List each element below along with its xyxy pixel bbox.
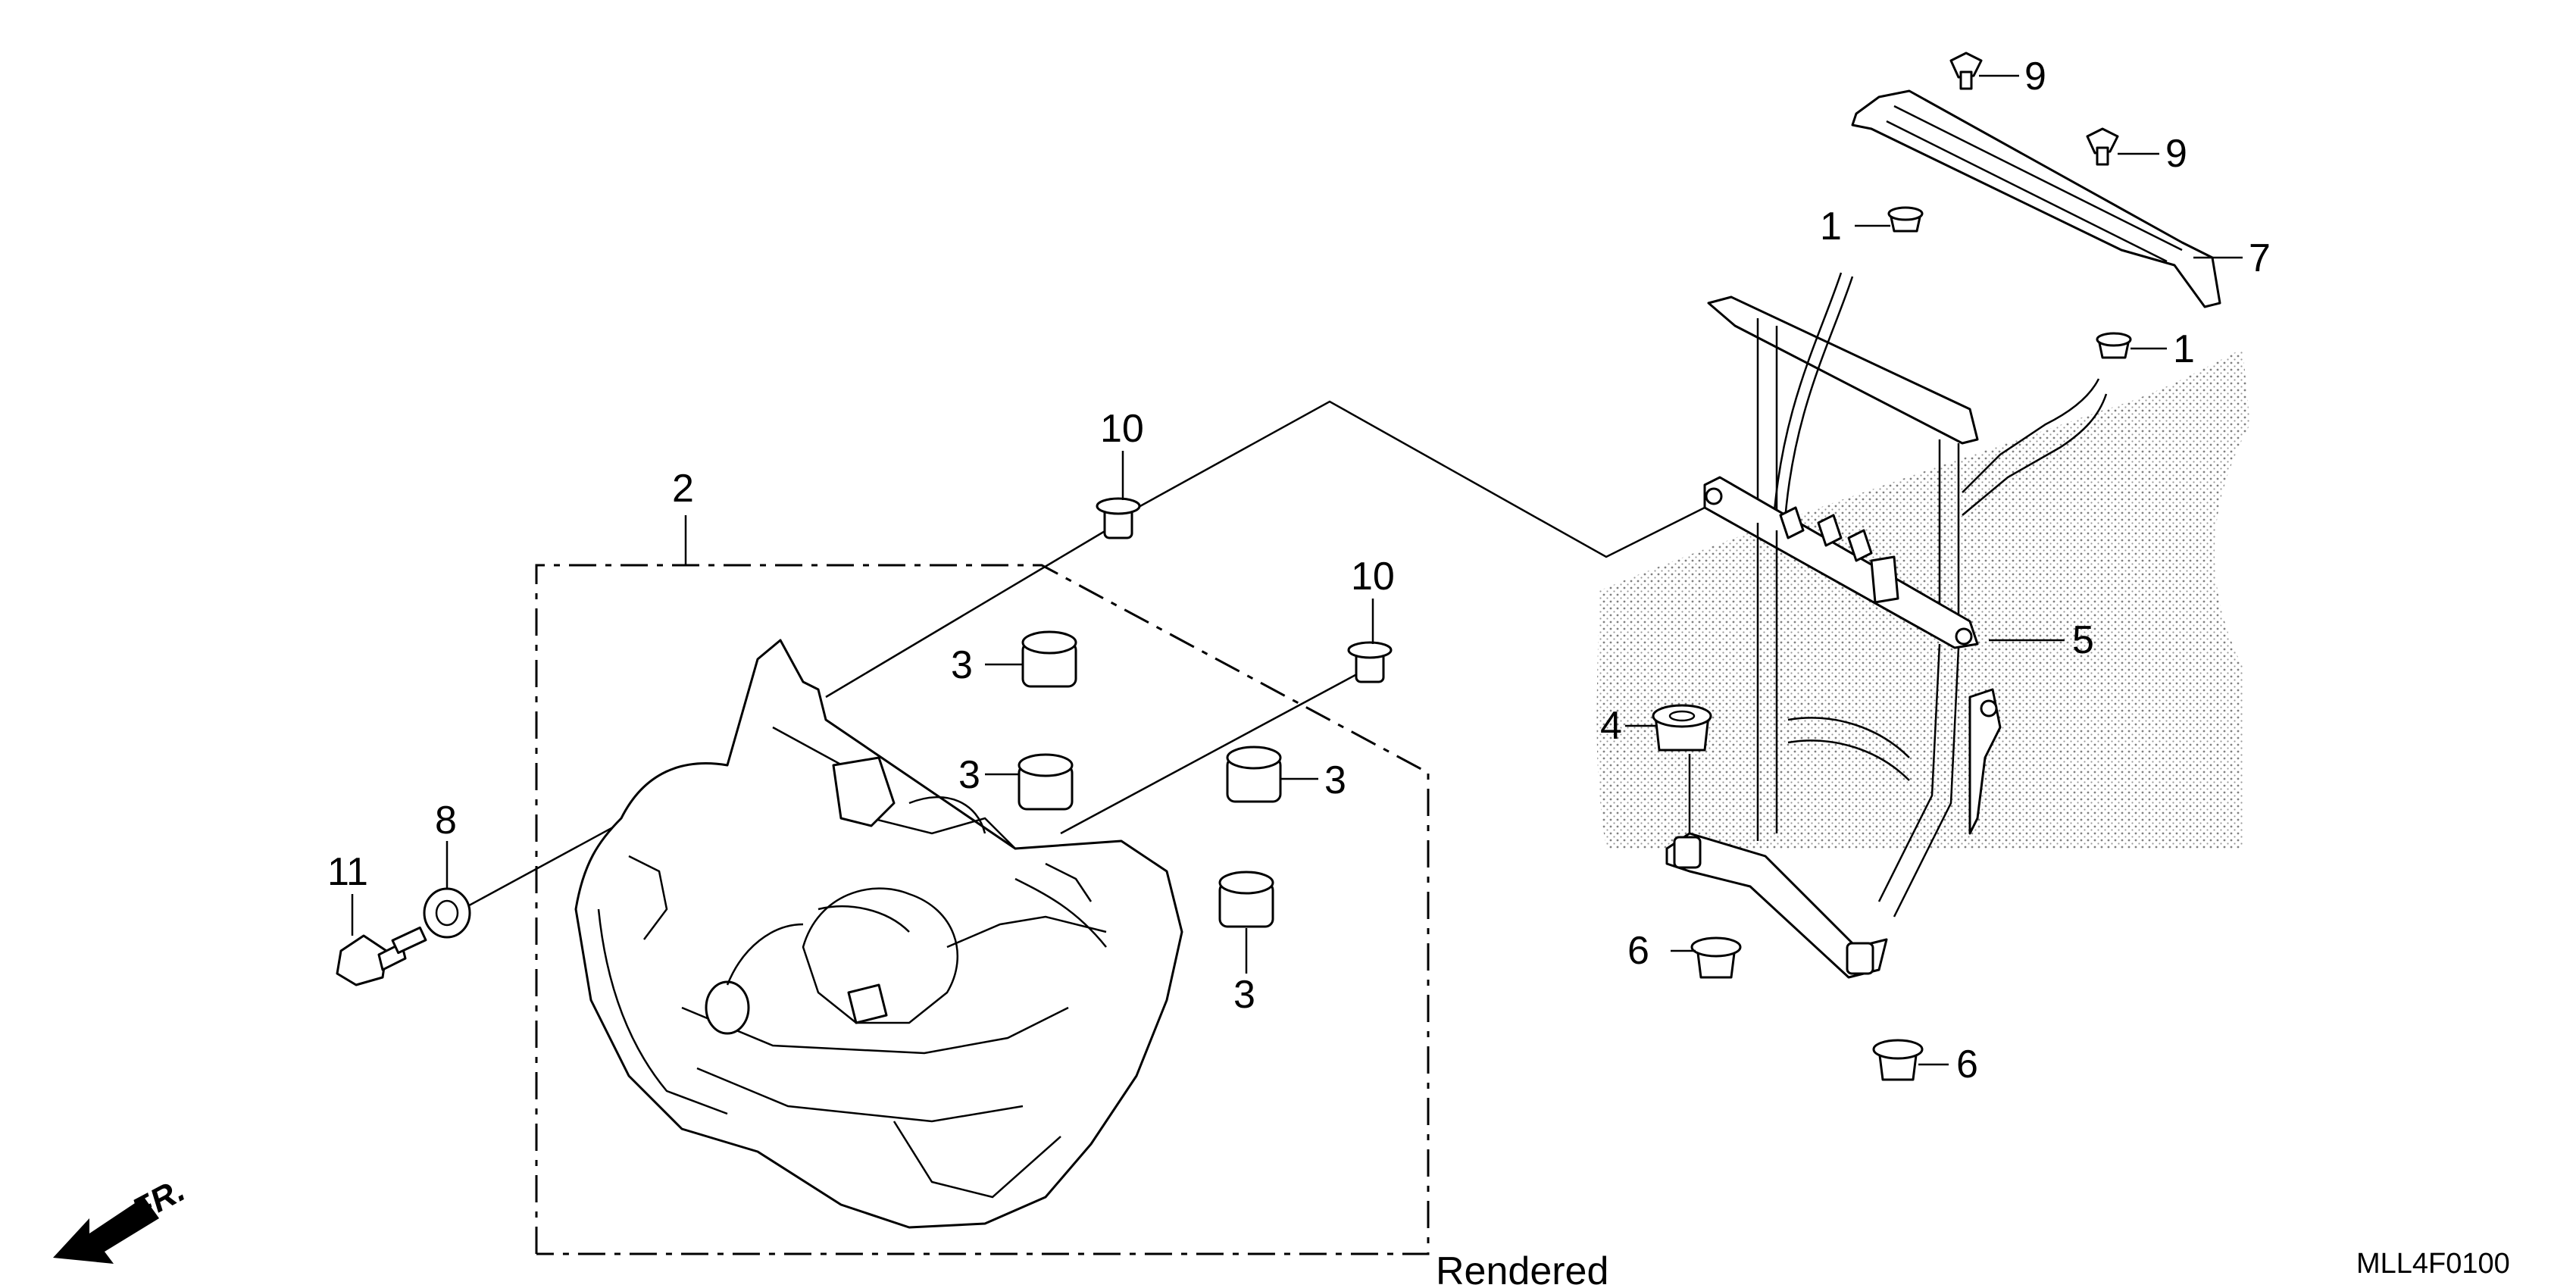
callout-3d: 3 — [1233, 973, 1255, 1017]
nut-part-1b — [2096, 332, 2132, 359]
grommet-part-10a — [1096, 497, 1141, 539]
render-caption: Rendered — [1436, 1249, 1608, 1288]
callout-1a: 1 — [1820, 205, 1842, 249]
callout-1b: 1 — [2173, 327, 2195, 371]
callout-7: 7 — [2249, 236, 2271, 280]
callout-9a: 9 — [2024, 55, 2046, 98]
callout-8: 8 — [435, 799, 457, 843]
callout-4: 4 — [1600, 704, 1622, 748]
callout-6a: 6 — [1627, 929, 1649, 973]
callout-5: 5 — [2072, 618, 2094, 662]
callout-leaders — [351, 74, 2243, 1066]
headlight-mount-stay — [1665, 272, 2108, 979]
headlight-assembly-box — [535, 515, 1430, 1255]
callout-3c: 3 — [1324, 758, 1346, 802]
diagram-code: MLL4F0100 — [2356, 1248, 2510, 1280]
callout-6b: 6 — [1956, 1043, 1978, 1086]
callout-10b: 10 — [1351, 555, 1395, 599]
collar-part-3a — [1021, 630, 1077, 688]
nut-part-1a — [1887, 206, 1924, 233]
upper-cover-part-7 — [1851, 89, 2221, 308]
front-direction-indicator: FR. — [53, 1171, 191, 1264]
connection-line-10a-to-headlight — [825, 529, 1107, 699]
collar-part-3c — [1226, 746, 1282, 803]
grommet-part-6a — [1690, 936, 1742, 979]
grommet-part-8 — [423, 887, 471, 939]
collar-part-3d — [1218, 871, 1274, 928]
connection-line-10a-to-stay — [1109, 400, 1713, 558]
callout-2: 2 — [672, 467, 694, 511]
clip-part-9a — [1949, 52, 1983, 90]
grommet-part-6b — [1872, 1039, 1924, 1081]
headlight-unit — [574, 639, 1183, 1229]
collar-part-3b — [1018, 753, 1074, 811]
rubber-mount-part-4 — [1652, 704, 1712, 833]
callout-3b: 3 — [958, 753, 980, 797]
callout-3a: 3 — [951, 643, 973, 687]
callout-11: 11 — [327, 850, 368, 894]
grommet-part-10b — [1347, 641, 1393, 683]
clip-part-9b — [2086, 127, 2119, 166]
bolt-part-11 — [336, 926, 427, 986]
connection-line-10b-to-headlight — [1060, 669, 1365, 835]
callout-9b: 9 — [2165, 132, 2187, 176]
callout-10a: 10 — [1100, 407, 1144, 451]
front-arrow-icon — [53, 1197, 159, 1264]
